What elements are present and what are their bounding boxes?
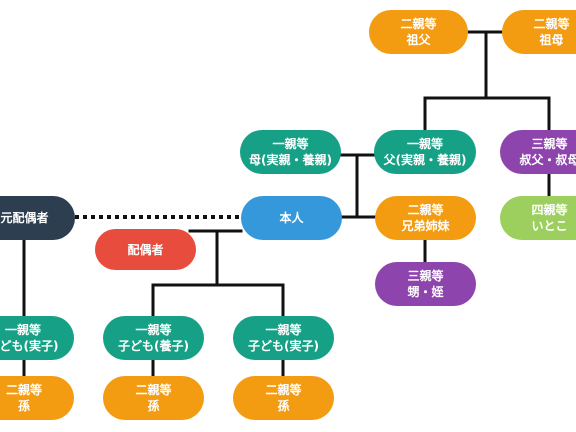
node-child-former: 一親等 子ども(実子): [0, 316, 74, 360]
degree-label: 三親等: [407, 269, 444, 283]
relation-label: 父(実親・養親): [383, 153, 467, 167]
relation-label: 祖母: [539, 33, 564, 47]
relation-label: いとこ: [531, 219, 568, 233]
degree-label: 二親等: [407, 203, 444, 217]
relation-label: 母(実親・養親): [249, 153, 332, 167]
degree-label: 二親等: [265, 383, 302, 397]
degree-label: 四親等: [531, 203, 568, 217]
node-child-adopted: 一親等 子ども(養子): [103, 316, 204, 360]
node-child-biological: 一親等 子ども(実子): [233, 316, 334, 360]
degree-label: 二親等: [400, 17, 437, 31]
relation-label: 本人: [279, 211, 304, 225]
degree-label: 二親等: [135, 383, 172, 397]
node-grandmother: 二親等 祖母: [502, 10, 576, 54]
relation-label: 孫: [17, 399, 30, 413]
degree-label: 二親等: [533, 17, 570, 31]
degree-label: 一親等: [265, 323, 302, 337]
node-grandchild-3: 二親等 孫: [233, 376, 334, 420]
relation-label: 子ども(実子): [0, 339, 59, 353]
node-nephew-niece: 三親等 甥・姪: [375, 262, 476, 306]
relation-label: 元配偶者: [0, 211, 49, 225]
node-mother: 一親等 母(実親・養親): [240, 130, 341, 174]
relation-label: 甥・姪: [407, 285, 444, 299]
relation-label: 祖父: [406, 33, 431, 47]
relation-label: 叔父・叔母: [519, 153, 576, 167]
relation-label: 子ども(実子): [248, 339, 319, 353]
node-siblings: 二親等 兄弟姉妹: [375, 196, 476, 240]
node-cousin: 四親等 いとこ: [500, 196, 576, 240]
node-spouse: 配偶者: [95, 229, 196, 270]
node-uncle-aunt: 三親等 叔父・叔母: [500, 130, 576, 174]
relation-label: 子ども(養子): [118, 339, 189, 353]
degree-label: 一親等: [272, 137, 309, 151]
node-grandfather: 二親等 祖父: [369, 10, 468, 54]
degree-label: 三親等: [531, 137, 568, 151]
relation-label: 兄弟姉妹: [401, 219, 450, 233]
relation-label: 孫: [147, 399, 160, 413]
node-self: 本人: [241, 196, 342, 240]
relation-label: 孫: [277, 399, 290, 413]
degree-label: 二親等: [5, 383, 42, 397]
node-former-spouse: 元配偶者: [0, 196, 75, 240]
degree-label: 一親等: [4, 323, 41, 337]
node-grandchild-2: 二親等 孫: [103, 376, 204, 420]
degree-label: 一親等: [135, 323, 172, 337]
node-father: 一親等 父(実親・養親): [374, 130, 476, 174]
node-grandchild-1: 二親等 孫: [0, 376, 74, 420]
relation-label: 配偶者: [127, 242, 164, 257]
degree-label: 一親等: [406, 137, 443, 151]
